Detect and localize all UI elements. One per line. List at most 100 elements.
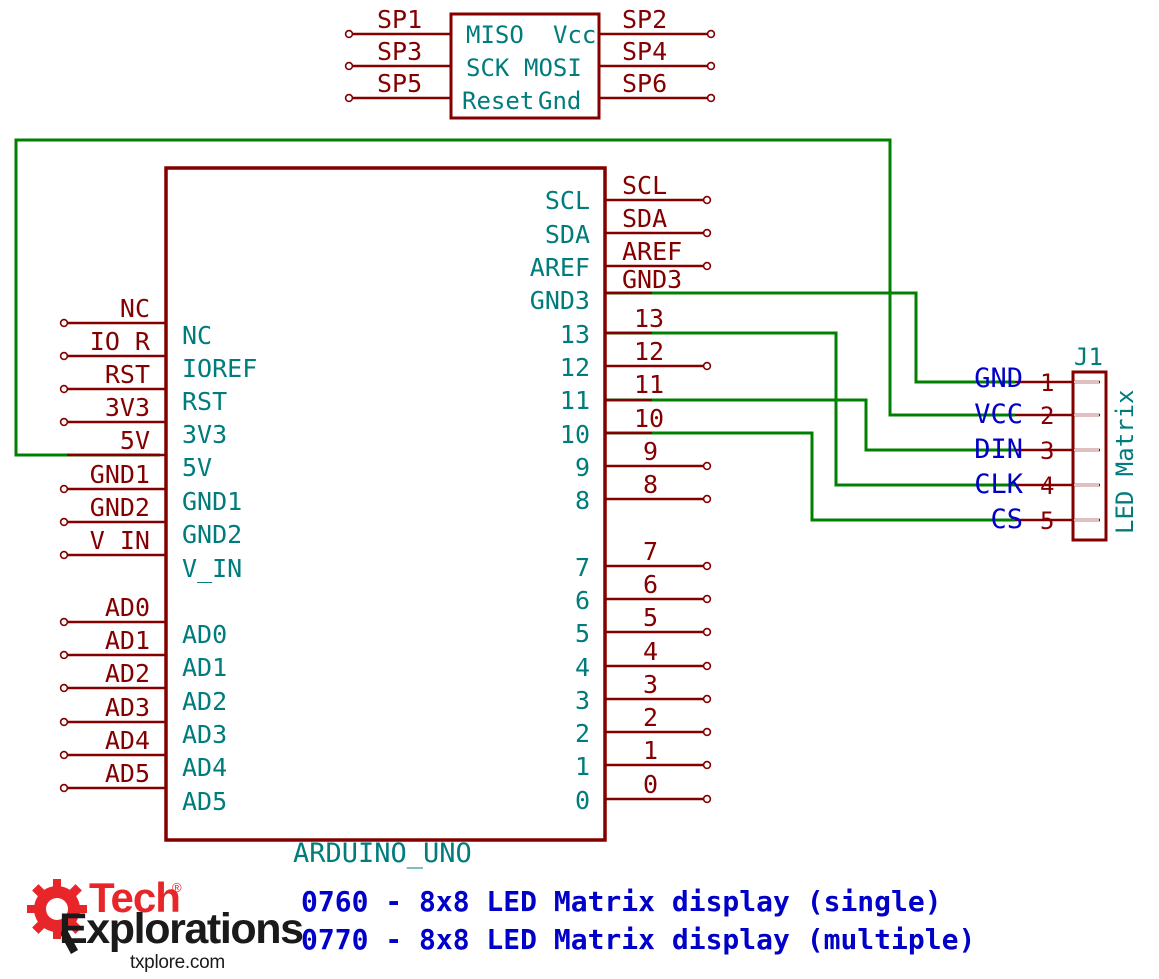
netlabel-gnd2: GND2 [90,493,150,522]
magnifier-handle [57,924,78,954]
spi-pin1-terminal [344,29,354,39]
netlabel-ad5: AD5 [105,759,150,788]
j1-pinlabel-vcc: VCC [974,399,1023,430]
j1-pinnum-4: 4 [1040,472,1054,500]
j1-pinnum-5: 5 [1040,507,1054,535]
j1-pinlabel-clk: CLK [974,469,1024,500]
pinname-ad2: AD2 [182,687,227,716]
green-wires [14,138,1015,522]
j1-pinlabel-din: DIN [974,434,1023,465]
spi-pinname-sck: SCK [466,54,510,82]
netlabel-d13: 13 [634,304,664,333]
wire-5v-to-vcc [14,138,1015,457]
pinname-vin: V_IN [182,554,242,583]
spi-pinname-vcc: Vcc [553,21,596,49]
spi-header-component[interactable]: MISO Vcc SCK MOSI Reset Gnd SP1 SP3 SP5 … [344,5,716,120]
logo-brand-explorations: Explorations [59,905,304,953]
pinname-d1: 1 [575,752,590,781]
wire-gnd3-to-gnd [605,291,1015,384]
netlabel-d7: 7 [643,537,658,566]
j1-pinnum-1: 1 [1040,369,1054,397]
netlabel-d10: 10 [634,404,664,433]
netlabel-ad2: AD2 [105,659,150,688]
j1-pinnum-3: 3 [1040,437,1054,465]
gear-hole [46,898,68,920]
tech-explorations-logo: Tech ® Explorations txplore.com [26,874,304,976]
netlabel-d9: 9 [643,437,658,466]
netlabel-scl: SCL [622,171,667,200]
j1-value-label: LED Matrix [1111,390,1139,535]
spi-pin3-terminal [344,61,354,71]
spi-pin4-terminal [706,61,716,71]
pinname-d9: 9 [575,453,590,482]
j1-pin-stubs [1015,380,1100,522]
netlabel-d4: 4 [643,637,658,666]
pinname-sda: SDA [545,220,590,249]
spi-pinname-reset: Reset [462,87,534,115]
pinname-aref: AREF [530,253,590,282]
netlabel-sp2: SP2 [622,5,667,34]
netlabel-d1: 1 [643,736,658,765]
j1-body [1071,370,1108,542]
netlabel-io_r: IO_R [90,327,151,356]
pinname-nc: NC [182,321,212,350]
netlabel-nc: NC [120,294,150,323]
pinname-5v: 5V [182,453,212,482]
pinname-ad3: AD3 [182,720,227,749]
title-block: 0760 - 8x8 LED Matrix display (single) 0… [301,885,975,956]
spi-pinname-gnd: Gnd [538,87,581,115]
arduino-right-terminals [702,195,712,804]
pinname-d6: 6 [575,586,590,615]
netlabel-sp6: SP6 [622,69,667,98]
netlabel-sp1: SP1 [377,5,422,34]
pinname-d13: 13 [560,320,590,349]
pinname-ioref: IOREF [182,354,257,383]
wire-d11-to-din [605,398,1015,452]
pinname-d2: 2 [575,719,590,748]
pinname-d10: 10 [560,420,590,449]
netlabel-d6: 6 [643,570,658,599]
logo-registered-icon: ® [172,880,182,895]
pinname-d5: 5 [575,619,590,648]
logo-brand-tech: Tech [89,874,181,921]
spi-pinname-miso: MISO [466,21,524,49]
pinname-ad5: AD5 [182,787,227,816]
arduino-body [164,166,607,842]
title-line-2: 0770 - 8x8 LED Matrix display (multiple) [301,923,975,956]
wire-d10-to-cs [605,431,1015,522]
led-matrix-connector-component[interactable]: 1 2 3 4 5 GND VCC DIN CLK CS J1 LED Matr… [974,343,1139,542]
spi-pinname-mosi: MOSI [524,54,582,82]
pinname-rst: RST [182,387,227,416]
pinname-ad4: AD4 [182,753,227,782]
arduino-value-label: ARDUINO_UNO [293,838,472,869]
pinname-d11: 11 [560,386,590,415]
j1-pinlabel-cs: CS [990,504,1023,535]
netlabel-sda: SDA [622,204,667,233]
pinname-ad0: AD0 [182,620,227,649]
netlabel-gnd3: GND3 [622,265,682,294]
netlabel-rst: RST [105,360,150,389]
title-line-1: 0760 - 8x8 LED Matrix display (single) [301,885,942,918]
spi-pin2-terminal [706,29,716,39]
netlabel-d0: 0 [643,770,658,799]
netlabel-gnd1: GND1 [90,460,150,489]
pinname-gnd1: GND1 [182,487,242,516]
logo-gear-icon [27,879,87,954]
netlabel-ad4: AD4 [105,726,150,755]
pinname-d4: 4 [575,653,590,682]
pinname-3v3: 3V3 [182,420,227,449]
pinname-d0: 0 [575,786,590,815]
pinname-d8: 8 [575,486,590,515]
pinname-gnd2: GND2 [182,520,242,549]
spi-pin6-terminal [706,93,716,103]
netlabel-aref: AREF [622,237,682,266]
arduino-uno-component[interactable]: NC IOREF RST 3V3 5V GND1 GND2 V_IN AD0 A… [59,166,712,869]
netlabel-sp3: SP3 [377,37,422,66]
arduino-left-terminals [59,318,69,793]
pinname-d12: 12 [560,353,590,382]
netlabel-3v3: 3V3 [105,393,150,422]
pinname-ad1: AD1 [182,653,227,682]
netlabel-d8: 8 [643,470,658,499]
